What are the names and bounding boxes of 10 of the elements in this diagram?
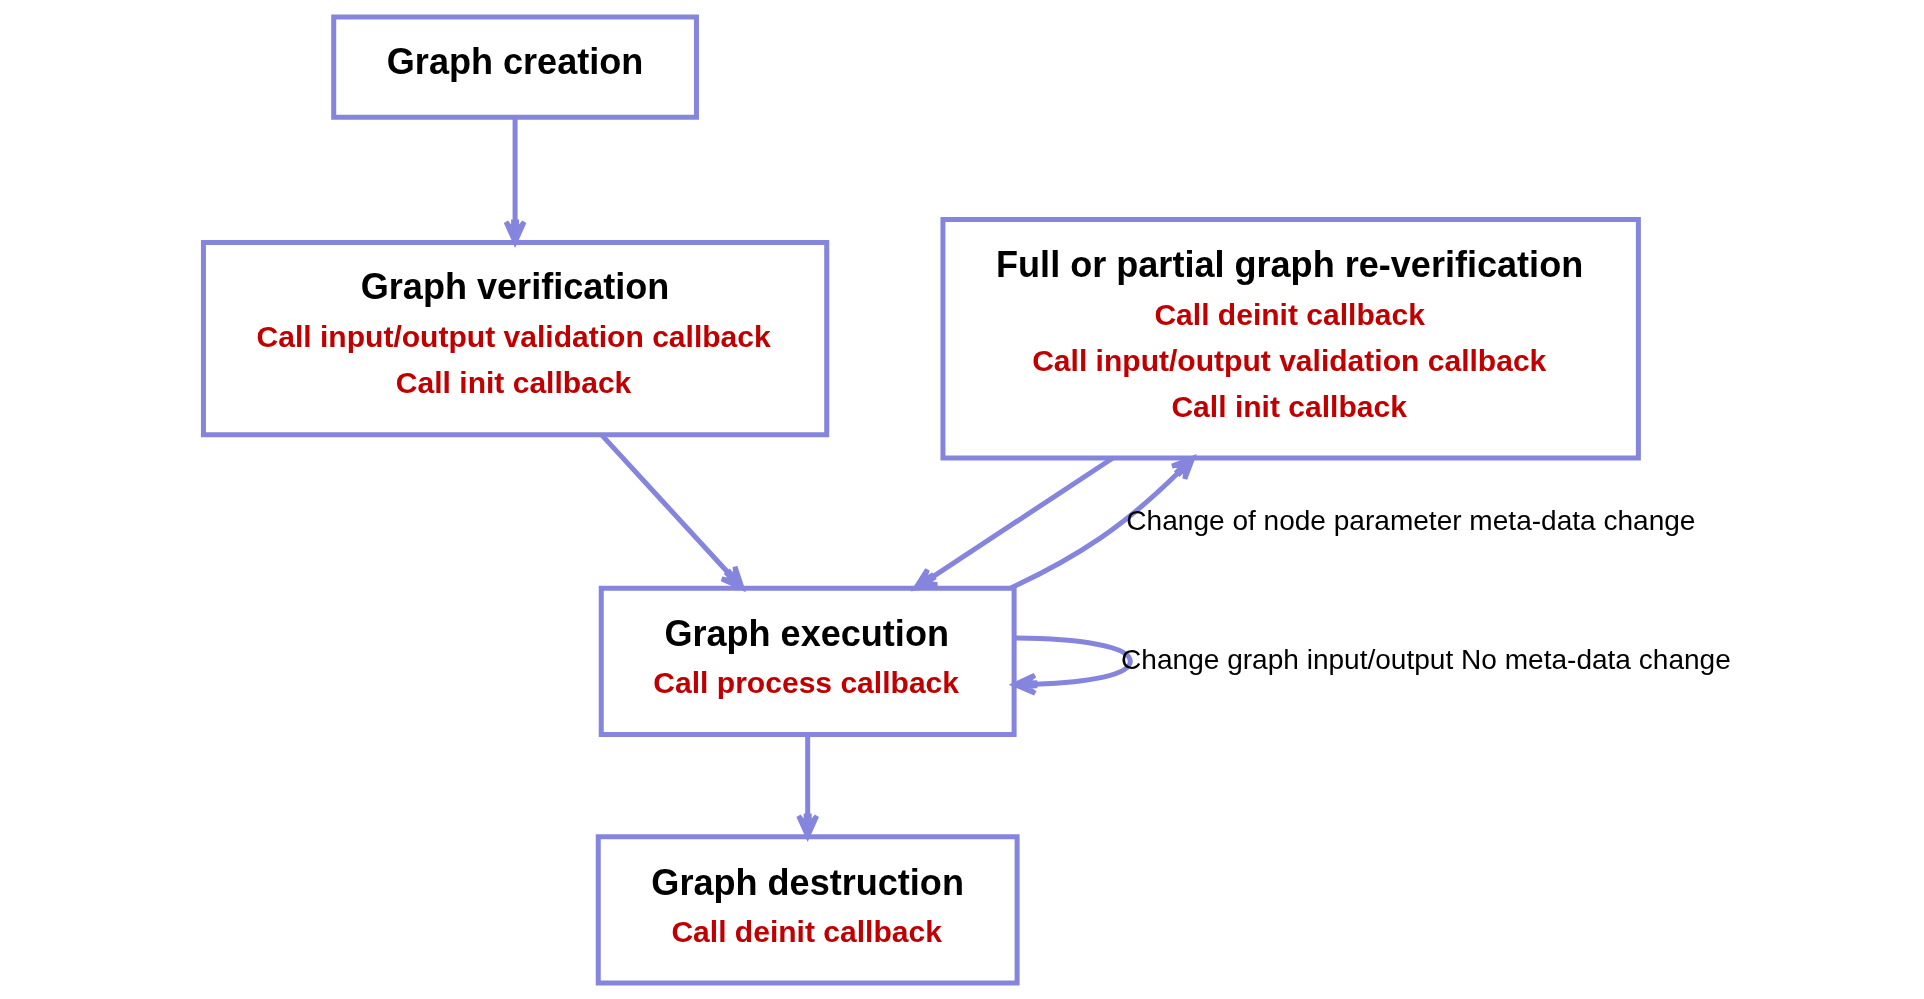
node-box: Graph execution Call process callback [598,585,1017,737]
arrow [1011,635,1133,696]
node-box: Full or partial graph re-verification Call deinit callback Call input/output validation callback Call init callback [939,216,1641,460]
node-box: Graph verification Call input/output validation callback Call init callback [200,239,829,437]
arrow [1009,455,1195,590]
node-box: Graph creation [330,14,699,120]
arrow [912,455,1114,591]
edge-label: Change graph input/output No meta-data change [1120,643,1731,675]
node-box: Graph destruction Call deinit callback [595,833,1020,985]
edge-label: Change of node parameter meta-data change [1125,504,1695,536]
